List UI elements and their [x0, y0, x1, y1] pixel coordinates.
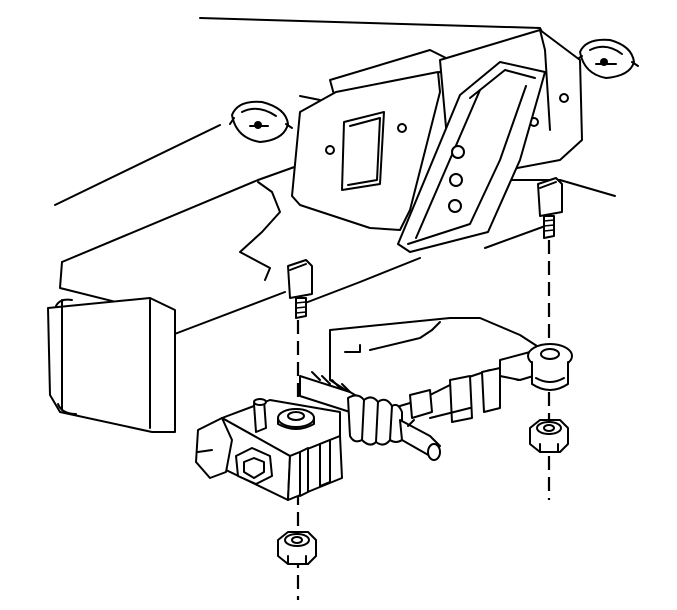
rubber-isolator-right — [527, 343, 573, 391]
wire-clip-left — [229, 100, 293, 143]
bolt-left — [287, 259, 313, 319]
nut-left — [277, 531, 317, 565]
wire-clip-right — [575, 38, 639, 79]
tie-rod-boot — [299, 371, 441, 461]
nut-right — [529, 419, 569, 453]
frame-crossmember — [47, 17, 616, 433]
steering-gear-mounting-plate — [329, 317, 561, 423]
mounting-bracket — [291, 29, 583, 253]
steering-gear-housing — [195, 398, 343, 501]
bolt-right — [537, 177, 563, 239]
